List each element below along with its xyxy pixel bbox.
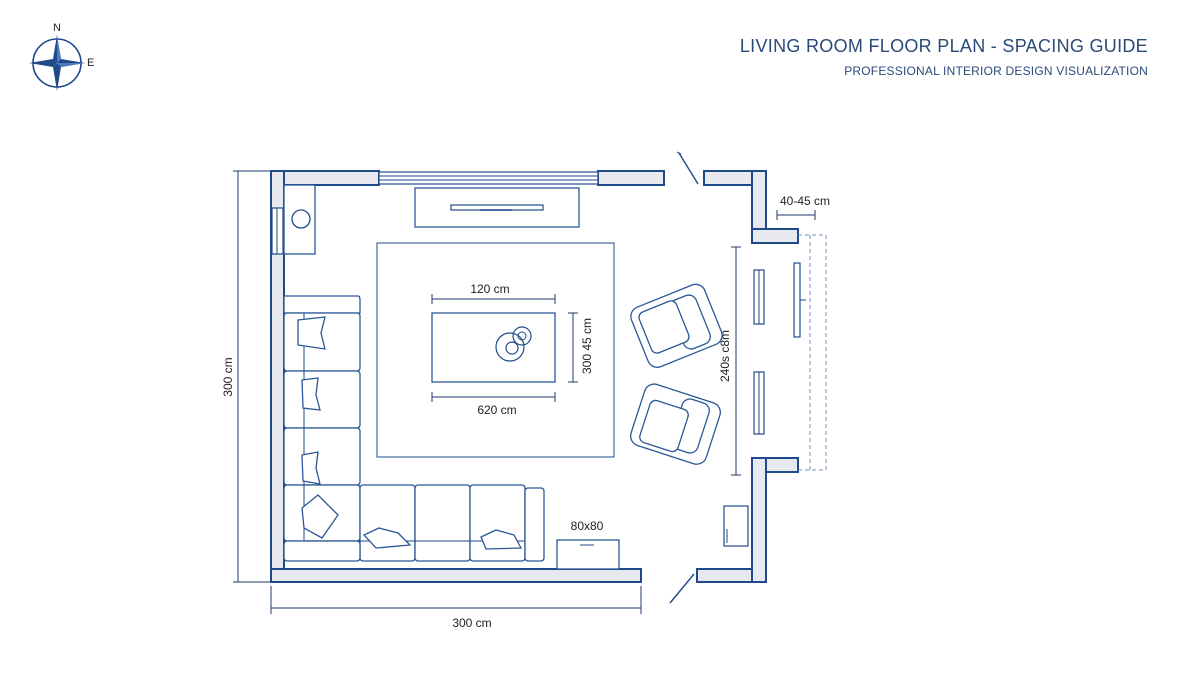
table-side-label: 300 45 cm (580, 318, 594, 374)
armchair-span-label: 240s c8m (718, 330, 732, 382)
table-length-label: 120 cm (470, 282, 509, 296)
armchair-top (630, 283, 723, 368)
corner-lamp (283, 184, 316, 255)
table-clearance-label: 620 cm (477, 403, 516, 417)
left-window (271, 207, 284, 255)
sectional-sofa (283, 295, 545, 562)
armchair-bottom (629, 383, 721, 465)
room-walls (270, 170, 799, 583)
area-rug (376, 242, 615, 458)
coffee-table (431, 312, 556, 383)
compass-north-label: N (53, 22, 61, 34)
window-depth-label: 40-45 cm (780, 194, 830, 208)
page-title: LIVING ROOM FLOOR PLAN - SPACING GUIDE (739, 36, 1148, 56)
side-table-label: 80x80 (571, 519, 604, 533)
dimension-lines (233, 170, 816, 614)
page-subtitle: PROFESSIONAL INTERIOR DESIGN VISUALIZATI… (844, 64, 1148, 78)
bottom-door (669, 505, 749, 604)
compass-rose-icon: N E (29, 22, 94, 91)
compass-east-label: E (87, 57, 94, 69)
tv-console (414, 187, 580, 228)
top-window (378, 171, 599, 185)
title-block: LIVING ROOM FLOOR PLAN - SPACING GUIDE P… (740, 36, 1148, 78)
room-width-label: 300 cm (452, 616, 491, 630)
room-height-label: 300 cm (221, 357, 235, 396)
top-door (676, 151, 699, 185)
right-bay-window (753, 234, 827, 471)
side-table (556, 539, 620, 570)
